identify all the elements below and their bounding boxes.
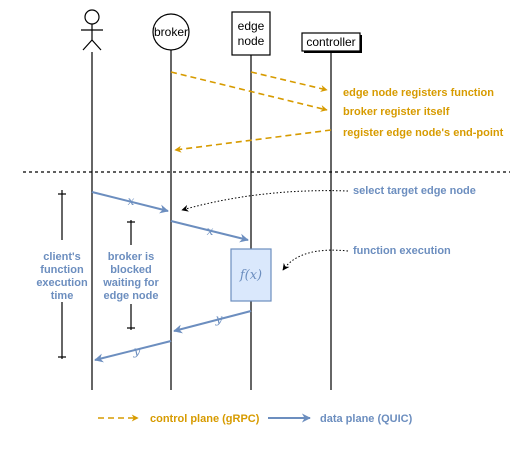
client-time-line3: execution [36,277,88,289]
x-label-client-broker: x [128,194,135,208]
client-actor-icon [81,9,103,51]
select-target-pointer [181,190,349,212]
legend-data-label: data plane (QUIC) [320,413,413,425]
control-label-broker-registers: broker register itself [343,106,450,118]
broker-label: broker [154,25,188,39]
control-label-register-endpoint: register edge node's end-point [343,127,504,139]
data-arrow-broker-to-edge-x [170,220,249,243]
x-label-broker-edge: x [207,224,214,238]
control-arrow-broker-registers [170,71,328,112]
legend: control plane (gRPC) data plane (QUIC) [98,413,413,425]
edge-node-label-line2: node [238,34,265,48]
client-time-bracket [58,190,66,359]
select-target-label: select target edge node [353,185,476,197]
control-arrow-edge-registers-function [250,71,328,92]
data-arrow-broker-to-client-y [94,340,172,363]
client-time-line2: function [40,264,84,276]
control-label-edge-registers-function: edge node registers function [343,87,494,99]
function-execution-pointer [282,249,349,271]
broker-blocked-line3: waiting for [102,277,159,289]
data-arrow-edge-to-broker-y [173,310,252,334]
broker-node [152,13,190,51]
edge-node-box [231,11,271,56]
control-arrow-register-endpoint [174,129,332,153]
broker-blocked-line4: edge node [103,290,158,302]
client-time-line4: time [51,290,74,302]
client-time-line1: client's [43,251,80,263]
data-arrow-client-to-broker-x [91,191,169,214]
broker-blocked-line1: broker is [108,251,154,263]
broker-blocked-bracket [127,220,135,330]
function-execution-label: function execution [353,245,451,257]
y-label-broker-client: y [133,344,141,358]
y-label-edge-broker: y [215,312,223,326]
broker-blocked-line2: blocked [110,264,152,276]
controller-label: controller [306,35,355,49]
edge-node-label-line1: edge [238,19,265,33]
controller-box [301,32,361,52]
function-execution-box [230,248,272,302]
legend-control-label: control plane (gRPC) [150,413,260,425]
function-label: f(x) [239,268,262,283]
